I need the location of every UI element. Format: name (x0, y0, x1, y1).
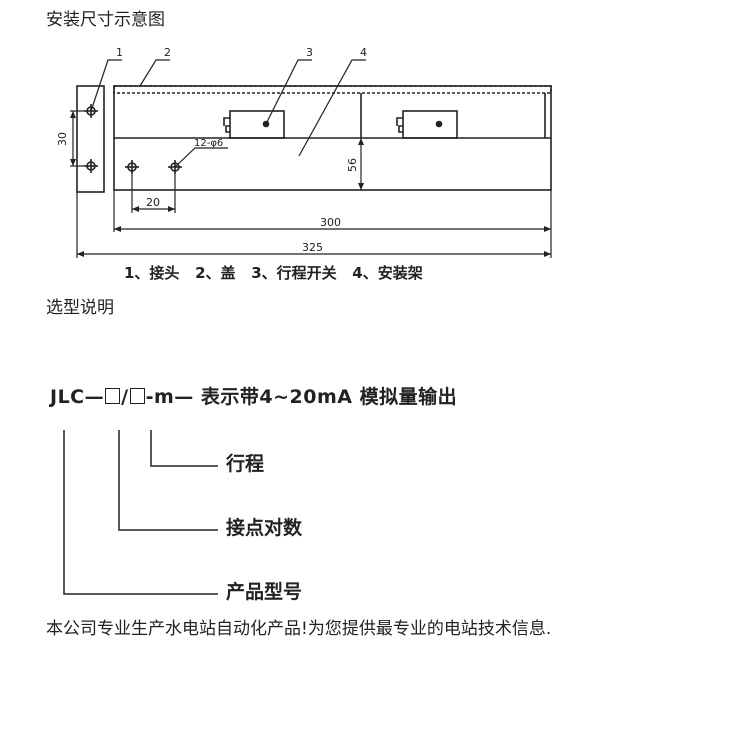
callout-4: 4 (360, 46, 367, 59)
model-code-brackets (63, 430, 218, 595)
contacts-placeholder-box (105, 388, 121, 404)
page-title: 安装尺寸示意图 (46, 10, 165, 30)
callout-2: 2 (164, 46, 171, 59)
dim-hole-spacing: 20 (146, 196, 160, 209)
model-code-description: 表示带4~20mA 模拟量输出 (200, 386, 458, 408)
parts-legend: 1、接头 2、盖 3、行程开关 4、安装架 (124, 264, 423, 282)
dim-length-325: 325 (302, 241, 323, 254)
cover-strip (113, 85, 552, 94)
dimension-lines (70, 110, 552, 258)
model-code-separator: / (121, 386, 129, 408)
callout-leaders (90, 59, 366, 168)
stroke-placeholder-box (129, 388, 145, 404)
label-contact-pairs: 接点对数 (226, 517, 303, 539)
limit-switch-1 (223, 110, 285, 139)
model-code-prefix: JLC— (50, 386, 105, 408)
model-code: JLC— / -m— 表示带4~20mA 模拟量输出 (50, 388, 457, 407)
dim-height-56: 56 (346, 158, 359, 172)
dimension-arrows (70, 111, 551, 257)
limit-switch-2 (396, 110, 458, 139)
dim-length-300: 300 (320, 216, 341, 229)
dim-hole-diameter: 12-φ6 (194, 138, 223, 149)
selection-title: 选型说明 (46, 298, 114, 318)
mounting-holes (84, 104, 182, 174)
callout-1: 1 (116, 46, 123, 59)
callout-3: 3 (306, 46, 313, 59)
model-code-suffix: -m— (145, 386, 194, 408)
label-product-model: 产品型号 (226, 581, 303, 603)
dim-height-30: 30 (56, 132, 69, 146)
label-stroke: 行程 (226, 453, 265, 475)
connector-plate (76, 85, 105, 193)
footer-text: 本公司专业生产水电站自动化产品!为您提供最专业的电站技术信息. (46, 619, 552, 639)
